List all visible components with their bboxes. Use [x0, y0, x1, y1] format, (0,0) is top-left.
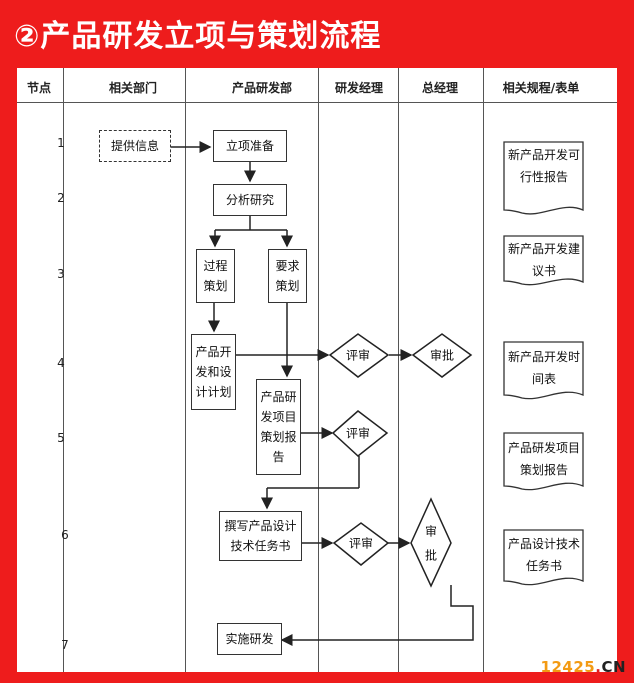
project-prep-box: 立项准备: [213, 130, 287, 162]
review-diamond-2: [331, 410, 389, 457]
approve-label-1: 审批: [429, 348, 455, 363]
header-procedures: 相关规程/表单: [502, 81, 580, 95]
dev-design-plan-line: 产品开: [195, 345, 232, 359]
rd-plan-report-box: 产品研 发项目 策划报 告: [256, 379, 301, 475]
watermark-logo: 12425.CN: [541, 658, 626, 676]
rd-plan-report-line: 产品研: [260, 390, 297, 404]
flowchart-connectors: [171, 141, 584, 646]
write-task-line: 撰写产品设计: [224, 519, 297, 533]
step-number-2: 2: [57, 191, 65, 205]
approve-diamond-1: [411, 333, 473, 378]
step-number-7: 7: [61, 638, 69, 652]
document-shape-3: [503, 341, 584, 400]
process-plan-line: 过程: [203, 259, 228, 273]
process-plan-line: 策划: [203, 279, 228, 293]
write-task-box: 撰写产品设计 技术任务书: [219, 511, 302, 561]
step-number-1: 1: [57, 136, 65, 150]
dev-design-plan-box: 产品开 发和设 计计划: [191, 334, 236, 410]
step-number-6: 6: [61, 528, 69, 542]
watermark-number: 12425: [540, 658, 596, 676]
document-line: 间表: [531, 372, 556, 386]
header-general-manager: 总经理: [421, 81, 459, 95]
header-divider: [17, 102, 617, 103]
document-line: 新产品开发建: [507, 242, 580, 256]
document-text-1: 新产品开发可 行性报告: [504, 144, 584, 188]
document-line: 产品设计技术: [507, 537, 580, 551]
document-text-3: 新产品开发时 间表: [504, 346, 584, 390]
review-label-1: 评审: [345, 348, 371, 363]
arrow-approve2-to-implement: [280, 585, 474, 646]
approve-label-2b: 批: [424, 548, 438, 563]
watermark-dot: .: [595, 658, 602, 676]
step-number-3: 3: [57, 267, 65, 281]
column-divider: [185, 68, 186, 672]
document-text-5: 产品设计技术 任务书: [504, 533, 584, 577]
document-line: 新产品开发时: [507, 350, 580, 364]
document-line: 任务书: [525, 559, 562, 573]
rd-plan-report-line: 发项目: [260, 410, 297, 424]
column-divider: [398, 68, 399, 672]
requirement-plan-box: 要求 策划: [268, 249, 307, 303]
column-divider: [318, 68, 319, 672]
review-label-2: 评审: [345, 426, 371, 441]
implement-box: 实施研发: [217, 623, 282, 655]
document-line: 策划报告: [519, 463, 568, 477]
document-text-4: 产品研发项目 策划报告: [504, 437, 584, 481]
step-number-5: 5: [57, 431, 65, 445]
column-divider: [483, 68, 484, 672]
review-diamond-3: [332, 522, 390, 566]
requirement-plan-line: 策划: [275, 279, 300, 293]
document-shape-2: [503, 235, 584, 286]
rd-plan-report-line: 策划报: [260, 430, 297, 444]
watermark-suffix: CN: [601, 658, 626, 676]
page-title: ②产品研发立项与策划流程: [14, 19, 382, 54]
document-text-2: 新产品开发建 议书: [504, 238, 584, 282]
review-label-3: 评审: [348, 536, 374, 551]
approve-diamond-2: [410, 497, 452, 588]
write-task-line: 技术任务书: [230, 539, 291, 553]
header-rd-dept: 产品研发部: [231, 81, 293, 95]
document-shape-5: [503, 529, 584, 586]
provide-info-box: 提供信息: [99, 130, 171, 162]
requirement-plan-line: 要求: [275, 259, 300, 273]
review-diamond-1: [328, 333, 390, 378]
document-line: 产品研发项目: [507, 441, 580, 455]
step-number-4: 4: [57, 356, 65, 370]
document-line: 新产品开发可: [507, 148, 580, 162]
document-shape-4: [503, 432, 584, 491]
header-rd-manager: 研发经理: [334, 81, 384, 95]
dev-design-plan-line: 发和设: [195, 365, 232, 379]
dev-design-plan-line: 计计划: [195, 385, 232, 399]
column-divider: [63, 68, 64, 672]
approve-label-2a: 审: [424, 524, 438, 539]
flowchart-panel: 节点 相关部门 产品研发部 研发经理 总经理 相关规程/表单 1 2 3 4 5…: [17, 68, 617, 672]
rd-plan-report-line: 告: [272, 450, 285, 464]
document-line: 议书: [531, 264, 556, 278]
document-line: 行性报告: [519, 170, 568, 184]
document-shape-1: [503, 141, 584, 215]
header-node: 节点: [26, 81, 52, 95]
analysis-box: 分析研究: [213, 184, 287, 216]
process-plan-box: 过程 策划: [196, 249, 235, 303]
header-related-dept: 相关部门: [108, 81, 158, 95]
